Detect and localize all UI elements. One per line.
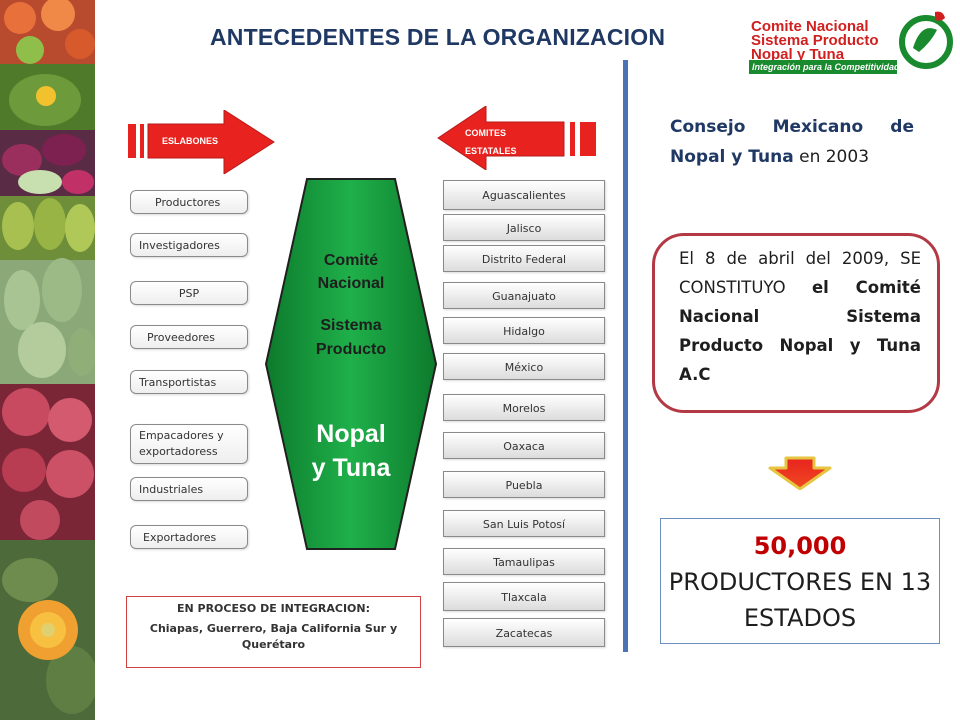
comites-label-line-2: ESTATALES [465, 146, 517, 156]
comite-hexagon [265, 178, 437, 550]
vertical-divider [623, 60, 628, 652]
estado-item: Distrito Federal [443, 245, 605, 272]
eslabon-item: Transportistas [130, 370, 248, 394]
eslabon-item: Empacadores y exportadoress [130, 424, 248, 464]
estado-item: Guanajuato [443, 282, 605, 309]
eslabon-item: Productores [130, 190, 248, 214]
logo-text: Comite Nacional Sistema Producto Nopal y… [751, 18, 879, 63]
hex-comite: Comité [323, 252, 379, 269]
nopal-logo-icon [899, 11, 953, 69]
proceso-states: Chiapas, Guerrero, Baja California Sur y… [149, 622, 398, 651]
estado-item: San Luis Potosí [443, 510, 605, 537]
hex-nopal: Nopal [316, 420, 386, 448]
estado-item: Puebla [443, 471, 605, 498]
comites-label-line-1: COMITES [465, 128, 507, 138]
eslabones-label: ESLABONES [162, 136, 219, 146]
comite-logo: Comite Nacional Sistema Producto Nopal y… [745, 6, 955, 78]
hex-nacional: Nacional [317, 275, 385, 292]
estado-item: Jalisco [443, 214, 605, 241]
hex-y-tuna: y Tuna [311, 454, 391, 482]
estado-item: Tlaxcala [443, 582, 605, 611]
productores-text: PRODUCTORES EN 13 ESTADOS [668, 568, 932, 632]
estado-item: México [443, 353, 605, 380]
estado-item: Hidalgo [443, 317, 605, 344]
eslabon-item: Proveedores [130, 325, 248, 349]
hex-sistema: Sistema [320, 317, 382, 334]
eslabon-item: Exportadores [130, 525, 248, 549]
estado-item: Morelos [443, 394, 605, 421]
eslabon-item: PSP [130, 281, 248, 305]
logo-line-1: Comite Nacional [751, 18, 869, 35]
logo-tagline: Integración para la Competitividad [749, 60, 900, 74]
logo-line-2: Sistema Producto [751, 32, 879, 49]
proceso-title: EN PROCESO DE INTEGRACION: [176, 602, 371, 615]
eslabon-item: Investigadores [130, 233, 248, 257]
estado-item: Aguascalientes [443, 180, 605, 210]
eslabon-item: Industriales [130, 477, 248, 501]
down-arrow-icon [768, 456, 832, 490]
consejo-rest: en 2003 [793, 147, 870, 167]
constitucion-plain: El 8 de abril del 2009, SE CONSTITUYO [679, 249, 921, 297]
estado-item: Oaxaca [443, 432, 605, 459]
productores-number: 50,000 [753, 532, 847, 560]
constitucion-box: El 8 de abril del 2009, SE CONSTITUYO el… [652, 233, 940, 413]
estado-item: Tamaulipas [443, 548, 605, 575]
consejo-bold: Consejo Mexicano de Nopal y Tuna [670, 117, 914, 167]
estado-item: Zacatecas [443, 618, 605, 647]
hex-producto: Producto [315, 341, 387, 358]
consejo-text: Consejo Mexicano de Nopal y Tuna en 2003 [670, 112, 914, 172]
proceso-integracion-box: EN PROCESO DE INTEGRACION: Chiapas, Guer… [126, 596, 421, 668]
comites-arrow-icon [437, 106, 596, 170]
constitucion-bold: el Comité Nacional Sistema Producto Nopa… [679, 278, 921, 384]
comites-label: COMITES ESTATALES [465, 124, 517, 160]
eslabones-arrow-icon [128, 110, 275, 174]
cactus-photo-strip [0, 0, 95, 720]
productores-box: 50,000 PRODUCTORES EN 13 ESTADOS [660, 518, 940, 644]
logo-line-3: Nopal y Tuna [751, 46, 845, 63]
page-title: ANTECEDENTES DE LA ORGANIZACION [210, 24, 666, 50]
